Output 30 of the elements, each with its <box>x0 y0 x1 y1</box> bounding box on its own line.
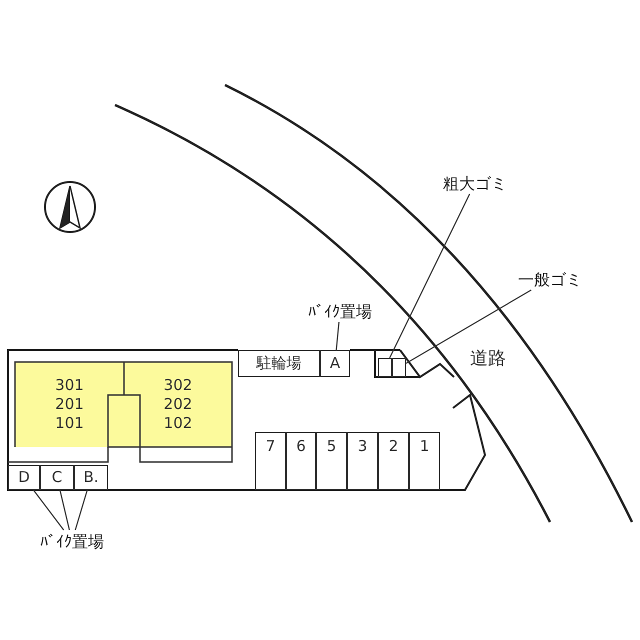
bin-space <box>392 358 406 377</box>
area-box: C <box>40 465 74 490</box>
leader-line <box>59 490 70 530</box>
parking-space: 6 <box>286 432 316 490</box>
room-number: 302 <box>164 376 192 395</box>
callout-label: ﾊﾞｲｸ置場 <box>22 530 122 552</box>
room-number: 201 <box>55 395 84 414</box>
bin-space <box>378 358 392 377</box>
callout-label: ﾊﾞｲｸ置場 <box>295 300 385 322</box>
leader-line <box>389 194 470 358</box>
area-box: D <box>8 465 40 490</box>
area-box: 駐輪場 <box>238 350 320 377</box>
leader-line <box>74 490 88 530</box>
area-box: A <box>320 350 350 377</box>
parking-space: 1 <box>409 432 440 490</box>
callout-label: 一般ゴミ <box>510 268 590 290</box>
room-number: 102 <box>164 414 192 433</box>
parking-space: 3 <box>347 432 378 490</box>
parking-space: 5 <box>316 432 347 490</box>
road-label: 道路 <box>470 347 506 370</box>
room-number: 202 <box>164 395 192 414</box>
leader-line <box>32 490 64 530</box>
leader-line <box>336 322 340 350</box>
area-box: B. <box>74 465 108 490</box>
room-number: 301 <box>55 376 84 395</box>
callout-label: 粗大ゴミ <box>440 172 510 194</box>
room-number: 101 <box>55 414 84 433</box>
parking-space: 7 <box>255 432 286 490</box>
parking-space: 2 <box>378 432 409 490</box>
leader-line <box>406 289 532 364</box>
